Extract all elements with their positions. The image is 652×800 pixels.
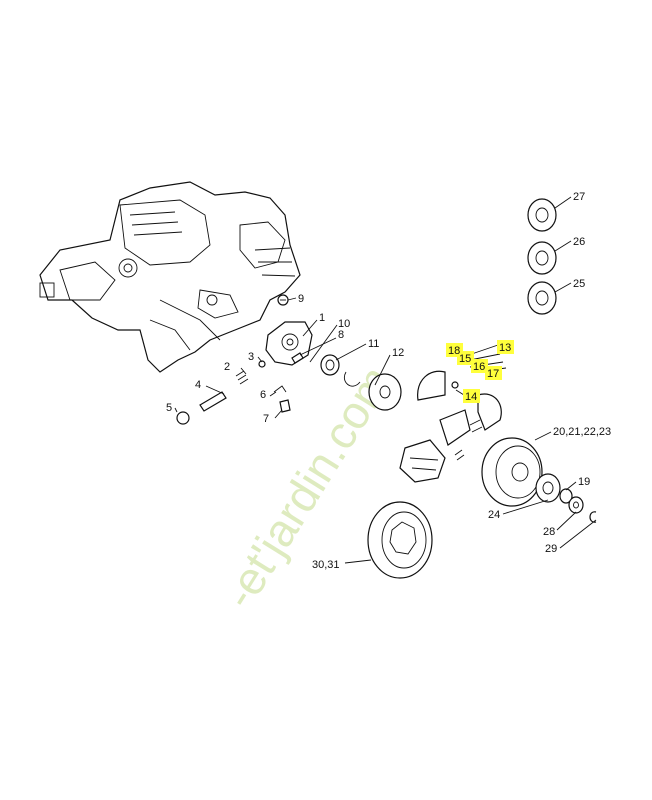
leader-lines: [174, 196, 597, 564]
callout-27: 27: [573, 191, 585, 203]
highlight-14: [463, 389, 480, 403]
part-29-e-clip: [589, 511, 597, 523]
callout-1: 1: [319, 312, 325, 324]
callout-13: 13: [499, 342, 511, 354]
part-8-pin: [291, 352, 304, 364]
callout-2: 2: [224, 361, 230, 373]
callout-18: 18: [448, 345, 460, 357]
callout-3: 3: [248, 351, 254, 363]
callout-8: 8: [338, 329, 344, 341]
part-4-shaft: [199, 391, 227, 412]
callout-9: 9: [298, 293, 304, 305]
callout-30-31: 30,31: [312, 559, 340, 571]
callout-16: 16: [473, 361, 485, 373]
part-2-3-spring: [235, 360, 266, 385]
callout-25: 25: [573, 278, 585, 290]
highlight-16: [471, 359, 488, 373]
part-24-sprocket: [535, 473, 561, 503]
callout-4: 4: [195, 379, 201, 391]
callout-24: 24: [488, 509, 500, 521]
part-28-washer: [568, 496, 584, 514]
callout-12: 12: [392, 347, 404, 359]
callout-10: 10: [338, 318, 350, 330]
part-27-rim-sprocket: [527, 198, 557, 232]
highlight-15: [457, 351, 474, 365]
part-10-11-bearing: [320, 354, 361, 387]
engine-block: [39, 181, 301, 373]
part-1-oil-pump: [265, 321, 313, 366]
callout-11: 11: [368, 338, 379, 350]
callout-7: 7: [263, 413, 269, 425]
part-30-31-spur-drum: [367, 501, 433, 579]
highlight-13: [497, 340, 514, 354]
part-20-23-clutch-drum: [481, 437, 543, 507]
part-9-screw: [277, 294, 289, 306]
callout-19: 19: [578, 476, 590, 488]
callout-20-23: 20,21,22,23: [553, 426, 611, 438]
callout-5: 5: [166, 402, 172, 414]
part-25-rim-sprocket: [527, 281, 557, 315]
part-5-nut: [176, 411, 190, 425]
callout-28: 28: [543, 526, 555, 538]
callout-15: 15: [459, 353, 471, 365]
callout-26: 26: [573, 236, 585, 248]
callout-17: 17: [487, 368, 499, 380]
callout-6: 6: [260, 389, 266, 401]
part-12-washer: [368, 373, 402, 411]
part-26-rim-sprocket: [527, 241, 557, 275]
highlight-17: [485, 366, 502, 380]
callout-14: 14: [465, 391, 477, 403]
part-6-7-fitting: [273, 385, 291, 413]
part-19-needle-cage: [559, 488, 573, 504]
callout-29: 29: [545, 543, 557, 555]
clutch-assembly: [399, 370, 502, 483]
